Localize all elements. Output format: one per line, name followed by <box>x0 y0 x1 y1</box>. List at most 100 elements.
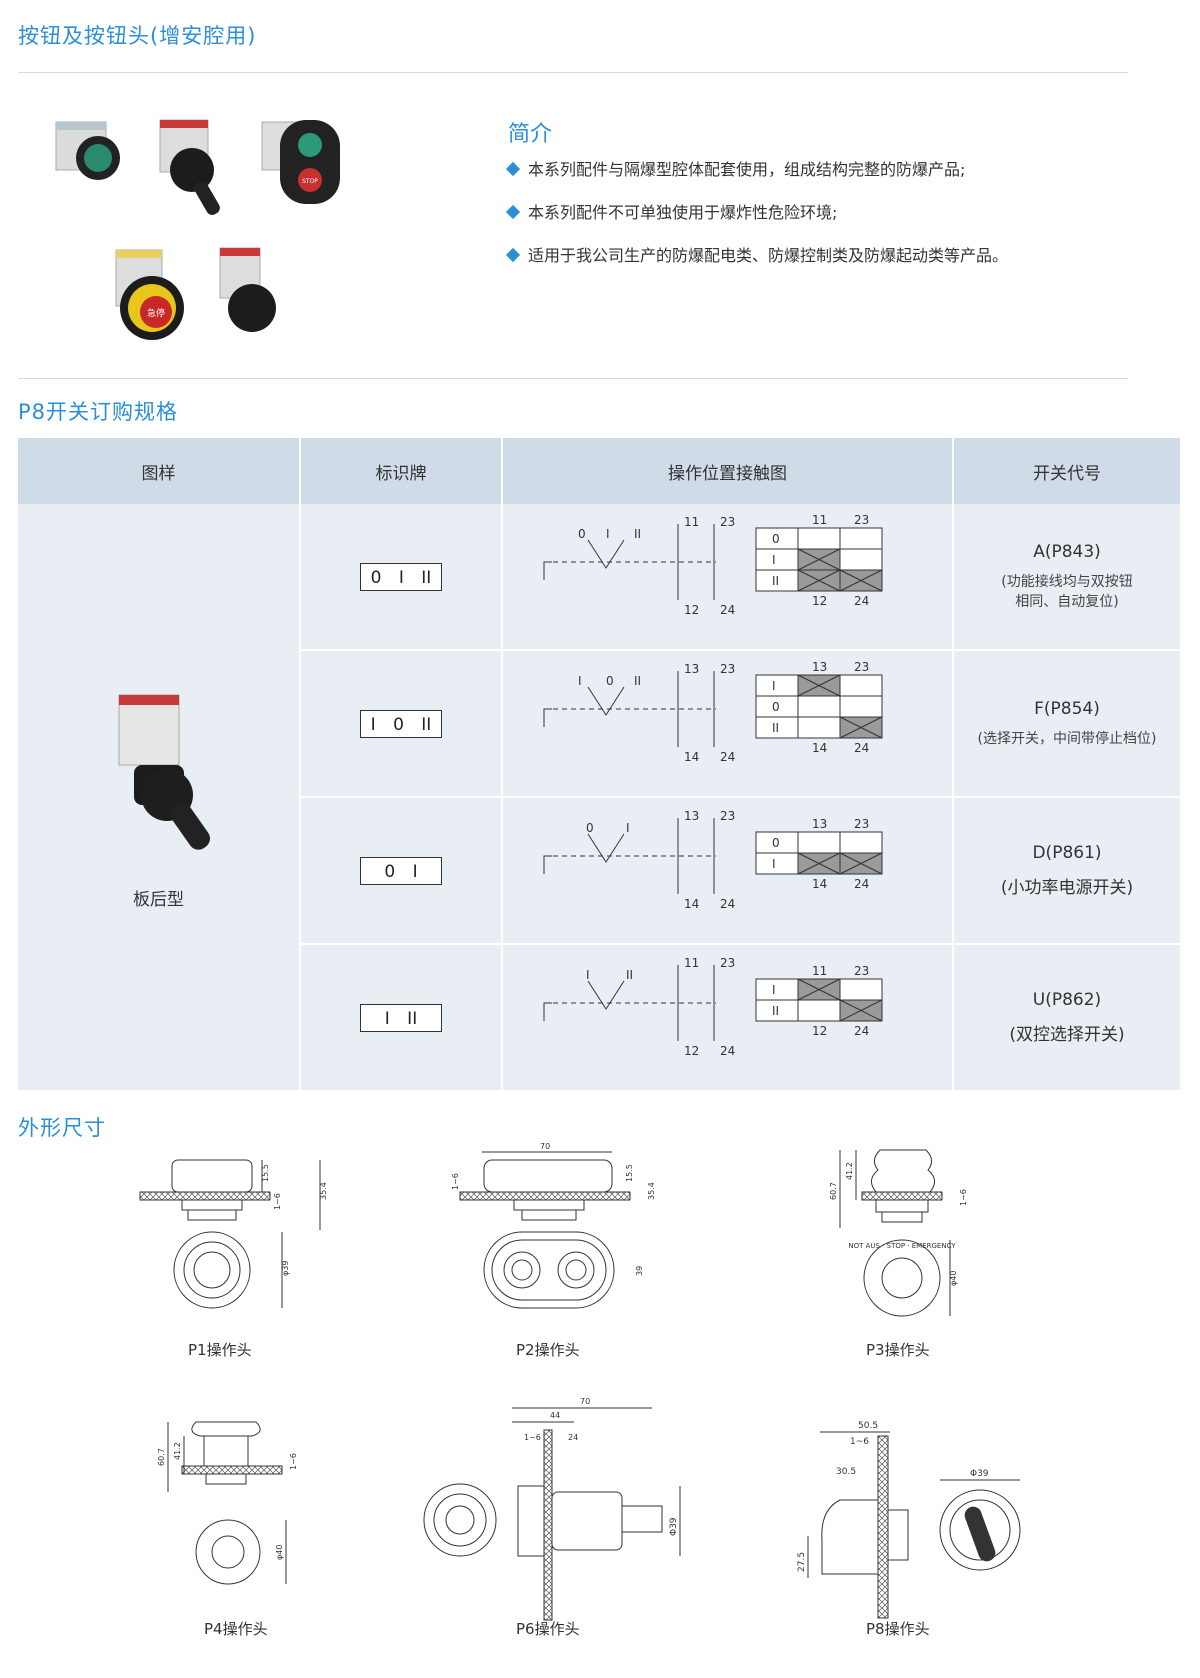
contact-closed-mark <box>797 674 840 696</box>
contact-closed-mark <box>839 852 882 874</box>
contact-cell <box>797 716 840 738</box>
product-photo-p2: STOP <box>261 120 340 204</box>
table-row-label-cell <box>755 548 798 570</box>
header-divider <box>18 72 1128 73</box>
dim-label: 1~6 <box>959 1189 968 1206</box>
identification-plate: 0 I <box>360 856 442 885</box>
code-cell: D(P861) (小功率电源开关) <box>953 797 1182 945</box>
dim-label: 70 <box>580 1397 590 1406</box>
dim-label: 30.5 <box>836 1467 856 1477</box>
table-terminal-label: 23 <box>854 817 869 831</box>
plate-cell: 0 I <box>300 797 503 945</box>
position-v <box>587 833 624 863</box>
code-cell: U(P862) (双控选择开关) <box>953 944 1182 1092</box>
terminal-label: 13 <box>684 809 699 823</box>
table-terminal-label: 12 <box>812 1024 827 1038</box>
contact-cell <box>797 695 840 717</box>
table-row-label: I <box>772 983 776 997</box>
table-row-label: II <box>772 721 779 735</box>
code-cell: F(P854) (选择开关，中间带停止档位) <box>953 650 1182 798</box>
terminal-label: 11 <box>684 515 699 529</box>
dim-label: 1~6 <box>451 1173 460 1190</box>
position-label: 0 <box>578 527 586 541</box>
table-terminal-label: 11 <box>812 964 827 978</box>
table-row-label: 0 <box>772 532 780 546</box>
terminal-label: 11 <box>684 956 699 970</box>
contact-closed-mark <box>797 852 840 874</box>
switch-code: A(P843) <box>1033 541 1101 562</box>
position-label: I <box>626 821 630 835</box>
drawing-p1: 15.5 35.4 1~6 φ39 <box>139 1159 328 1309</box>
drawing-p8: 50.5 1~6 30.5 27.5 Φ39 <box>797 1421 1021 1619</box>
product-photo-p3: 急停 <box>115 249 184 340</box>
contact-closed-mark <box>839 569 882 591</box>
terminal-label: 23 <box>720 662 735 676</box>
diamond-bullet-icon <box>505 204 521 220</box>
switch-note: (选择开关，中间带停止档位) <box>977 730 1157 747</box>
switch-note: 相同、自动复位) <box>1015 593 1119 610</box>
position-v <box>587 980 624 1010</box>
model-label: 板后型 <box>133 889 184 910</box>
drawing-p4: 60.7 41.2 1~6 φ40 <box>157 1421 298 1585</box>
table-row-label: I <box>772 553 776 567</box>
position-label: II <box>634 527 641 541</box>
position-label: II <box>634 674 641 688</box>
intro-title: 简介 <box>508 122 553 147</box>
position-label: I <box>606 527 610 541</box>
intro-bullet: 本系列配件不可单独使用于爆炸性危险环境; <box>505 199 837 223</box>
switch-code: U(P862) <box>1032 990 1102 1010</box>
table-terminal-label: 14 <box>812 741 827 755</box>
contact-cell <box>797 831 840 853</box>
drawing-caption: P8操作头 <box>866 1620 930 1638</box>
dim-label: 1~6 <box>273 1193 282 1210</box>
identification-plate: I II <box>360 1003 442 1032</box>
dim-label: 24 <box>568 1433 578 1442</box>
dim-label: 39 <box>635 1266 644 1276</box>
drawing-caption: P1操作头 <box>188 1341 252 1359</box>
table-terminal-label: 24 <box>854 877 869 891</box>
dim-label: 60.7 <box>829 1182 838 1200</box>
col-header: 标识牌 <box>300 438 503 504</box>
intro-bullet: 本系列配件与隔爆型腔体配套使用，组成结构完整的防爆产品; <box>505 156 965 180</box>
table-terminal-label: 24 <box>854 1024 869 1038</box>
product-photo-p4 <box>219 247 276 332</box>
table-terminal-label: 23 <box>854 513 869 527</box>
model-cell: 板后型 <box>18 504 301 1092</box>
dim-label: Φ39 <box>970 1469 989 1479</box>
table-terminal-label: 11 <box>812 513 827 527</box>
dimension-drawings: 15.5 35.4 1~6 φ39 70 1~6 15.5 35.4 39 60… <box>139 1142 1021 1638</box>
terminal-label: 23 <box>720 515 735 529</box>
actuator-line <box>543 561 552 580</box>
actuator-line <box>543 708 552 727</box>
dim-label: 35.4 <box>319 1182 328 1200</box>
table-terminal-label: 12 <box>812 594 827 608</box>
diamond-bullet-icon <box>505 161 521 177</box>
position-label: I <box>586 968 590 982</box>
terminal-label: 23 <box>720 809 735 823</box>
drawing-caption: P6操作头 <box>516 1620 580 1638</box>
diamond-bullet-icon <box>505 247 521 263</box>
position-label: I <box>578 674 582 688</box>
drawing-caption: P2操作头 <box>516 1341 580 1359</box>
dim-label: φ39 <box>281 1261 290 1276</box>
dim-label: φ40 <box>275 1545 284 1560</box>
terminal-label: 24 <box>720 897 735 911</box>
table-terminal-label: 23 <box>854 660 869 674</box>
dim-label: 1~6 <box>524 1433 541 1442</box>
terminal-label: 23 <box>720 956 735 970</box>
table-row-label: 0 <box>772 836 780 850</box>
table-row-label: I <box>772 857 776 871</box>
terminal-label: 24 <box>720 603 735 617</box>
switch-note: (功能接线均与双按钮 <box>1001 573 1133 590</box>
dimensions-title: 外形尺寸 <box>18 1116 106 1140</box>
product-photo-p8 <box>159 119 220 215</box>
contact-cell <box>839 831 882 853</box>
